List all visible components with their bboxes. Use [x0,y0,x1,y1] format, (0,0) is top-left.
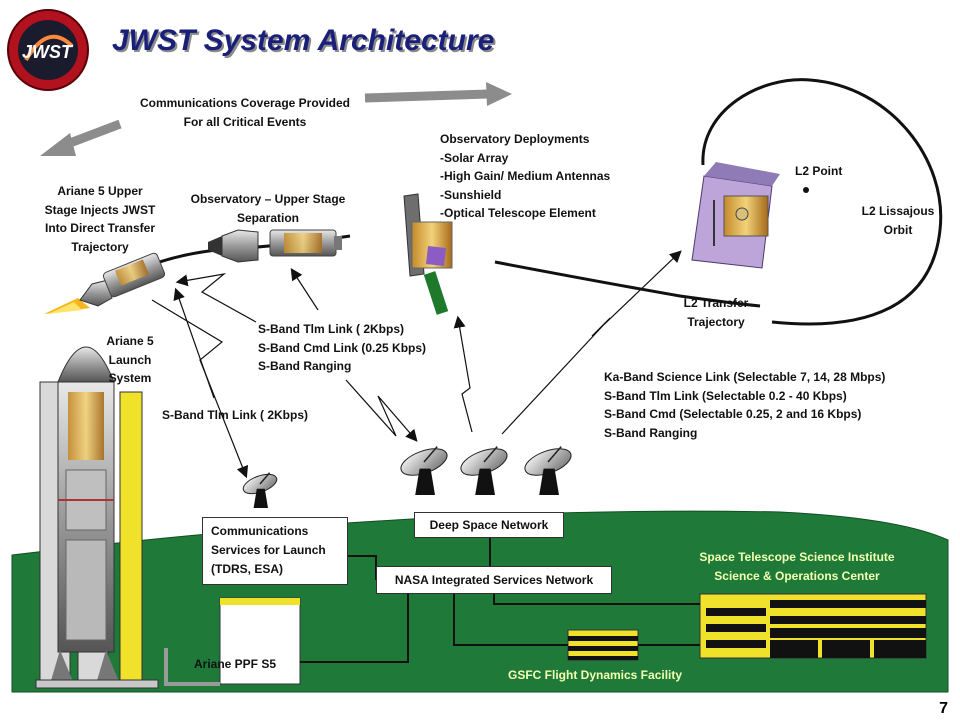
deployment-item: -High Gain/ Medium Antennas [440,169,611,183]
label-stsci: Space Telescope Science Institute Scienc… [652,548,942,585]
label-line: S-Band Cmd Link (0.25 Kbps) [258,340,427,355]
link-l2-to-dsn [501,250,682,435]
link-to-dsn-1 [345,379,418,442]
label-line: Trajectory [687,314,745,329]
label-kaband-links: Ka-Band Science Link (Selectable 7, 14, … [604,368,885,442]
network-lines [300,536,700,663]
label-line: L2 Transfer [683,296,749,310]
label-l2-point: L2 Point [795,164,843,178]
comm-services-box: Communications Services for Launch (TDRS… [202,517,348,585]
label-line: Ka-Band Science Link (Selectable 7, 14, … [604,370,886,384]
separation-stage [208,229,342,263]
nisn-box: NASA Integrated Services Network [376,566,612,594]
dsn-dish-icon [400,446,448,495]
label-l2-lissajous: L2 Lissajous Orbit [848,202,948,239]
label-line: S-Band Tlm Link ( 2Kbps) [258,322,405,336]
label-line: Separation [236,210,299,225]
label-l2-transfer: L2 Transfer Trajectory [666,294,766,331]
dsn-dish-icon [524,446,572,495]
label-line: Stage Injects JWST [44,202,156,217]
link-deploy-to-dsn [453,315,473,433]
deep-space-network-box: Deep Space Network [414,512,564,538]
label-line: System [108,371,152,385]
label-sband-link-separation: S-Band Tlm Link ( 2Kbps) S-Band Cmd Link… [258,320,426,376]
label-ariane-launch: Ariane 5 Launch System [92,332,168,388]
coverage-arrow-right [364,82,512,106]
label-line: S-Band Cmd (Selectable 0.25, 2 and 16 Kb… [604,407,862,421]
ariane-ppf-building [164,597,301,686]
upper-stage [44,252,166,314]
jwst-logo [7,9,89,91]
link-upper-stage [175,273,257,323]
label-ariane-upper: Ariane 5 Upper Stage Injects JWST Into D… [22,182,178,256]
label-line: Communications Coverage Provided [139,96,351,110]
label-line: Services for Launch [211,543,326,557]
label-line: S-Band Tlm Link (Selectable 0.2 - 40 Kbp… [604,388,847,403]
link-separation-arrow [290,267,319,311]
observatory-deploying [403,193,453,315]
label-line: Into Direct Transfer [44,221,156,235]
stsci-building [699,593,927,659]
label-line: Observatory – Upper Stage [190,192,346,206]
label-line: Trajectory [71,239,129,254]
page-title: JWST System Architecture [112,24,495,57]
deployment-item: -Optical Telescope Element [440,206,596,220]
launch-tower [119,391,143,683]
link-launch-to-dish [151,299,249,479]
label-line: Ariane 5 Upper [57,184,143,198]
dsn-dish-icon [460,446,508,495]
label-line: Launch [108,352,152,367]
observatory-deployed [691,162,780,269]
deployment-item: -Sunshield [440,187,502,202]
ariane-ppf-label: Ariane PPF S5 [193,657,277,671]
coverage-arrow-left [40,119,122,156]
label-line: For all Critical Events [183,114,307,129]
label-line: (TDRS, ESA) [211,562,283,576]
link-tlm-upper-stage [173,287,215,399]
label-line: S-Band Ranging [258,359,352,373]
gsfc-building [567,629,639,661]
logo-text: JWST [22,42,73,62]
label-separation: Observatory – Upper Stage Separation [178,190,358,227]
label-gsfc: GSFC Flight Dynamics Facility [508,668,683,682]
l2-transfer-trajectory [494,260,761,308]
label-line: S-Band Ranging [604,425,698,440]
page-number: 7 [939,700,948,717]
label-line: Space Telescope Science Institute [699,550,895,564]
deployment-item: -Solar Array [440,150,509,165]
l2-point-dot [803,187,809,193]
label-line: Communications [211,524,309,538]
label-deployments: Observatory Deployments -Solar Array -Hi… [440,130,610,223]
label-line: Ariane 5 [106,334,154,348]
deployments-title: Observatory Deployments [440,132,590,146]
launch-tracking-dish-icon [242,472,278,508]
l2-lissajous-orbit [701,78,943,326]
label-comm-coverage: Communications Coverage Provided For all… [120,94,370,131]
label-sband-tlm-launch: S-Band Tlm Link ( 2Kbps) [162,408,309,422]
label-line: Orbit [883,222,913,237]
label-line: L2 Lissajous [861,204,935,218]
label-line: Science & Operations Center [714,568,880,583]
ariane-5-rocket [39,346,120,684]
